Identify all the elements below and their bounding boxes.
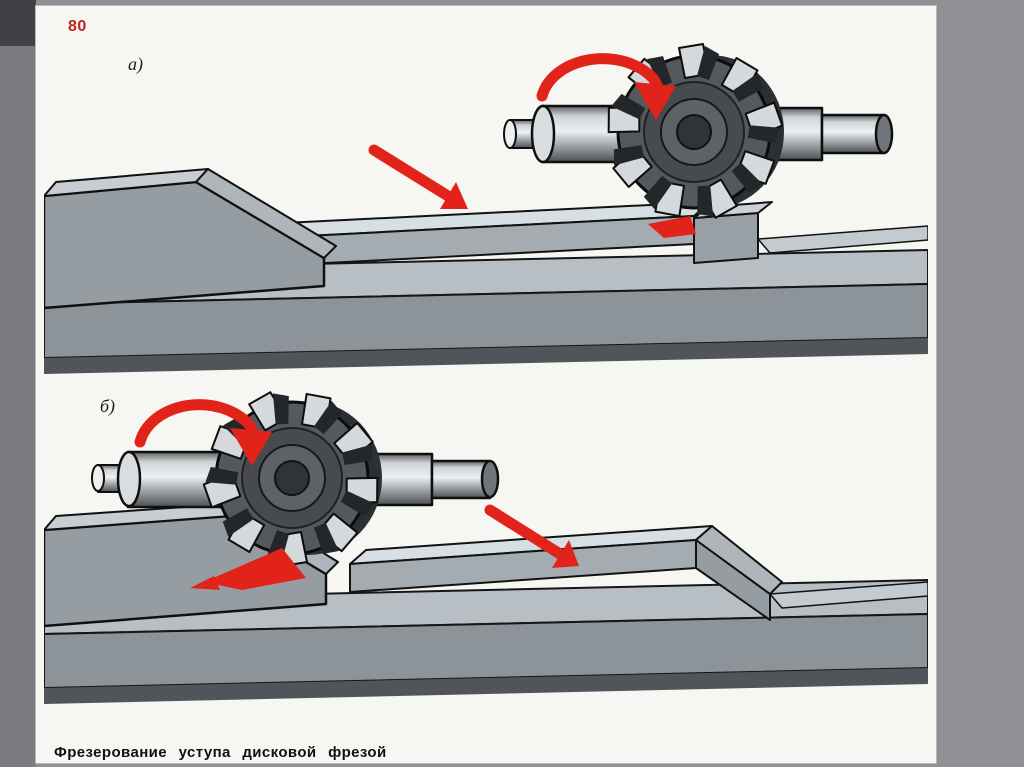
feed-arrow-icon-a bbox=[368, 144, 468, 209]
chip-highlight-b bbox=[190, 548, 306, 590]
figure-a-label: а) bbox=[128, 54, 143, 74]
top-left-corner-block bbox=[0, 0, 36, 46]
textbook-page: 80 а) bbox=[36, 6, 936, 763]
page-number: 80 bbox=[68, 18, 87, 35]
left-border-strip bbox=[0, 0, 36, 767]
figure-caption: Фрезерование уступа дисковой фрезой bbox=[54, 744, 387, 761]
figure-b: б) bbox=[44, 376, 928, 726]
workpiece-and-table-b bbox=[44, 502, 928, 704]
chip-highlight-a bbox=[648, 216, 696, 238]
rotation-arrow-icon-b bbox=[134, 399, 272, 466]
figure-b-illustration bbox=[44, 391, 928, 704]
figure-a-illustration bbox=[44, 43, 928, 374]
milling-cutter-b bbox=[202, 391, 382, 567]
feed-arrow-icon-b bbox=[484, 504, 579, 568]
milling-cutter-a bbox=[607, 43, 784, 219]
workpiece-and-table-a bbox=[44, 168, 928, 374]
figure-a: а) bbox=[44, 32, 928, 377]
rotation-arrow-icon-a bbox=[536, 53, 676, 120]
figure-b-label: б) bbox=[100, 396, 116, 416]
